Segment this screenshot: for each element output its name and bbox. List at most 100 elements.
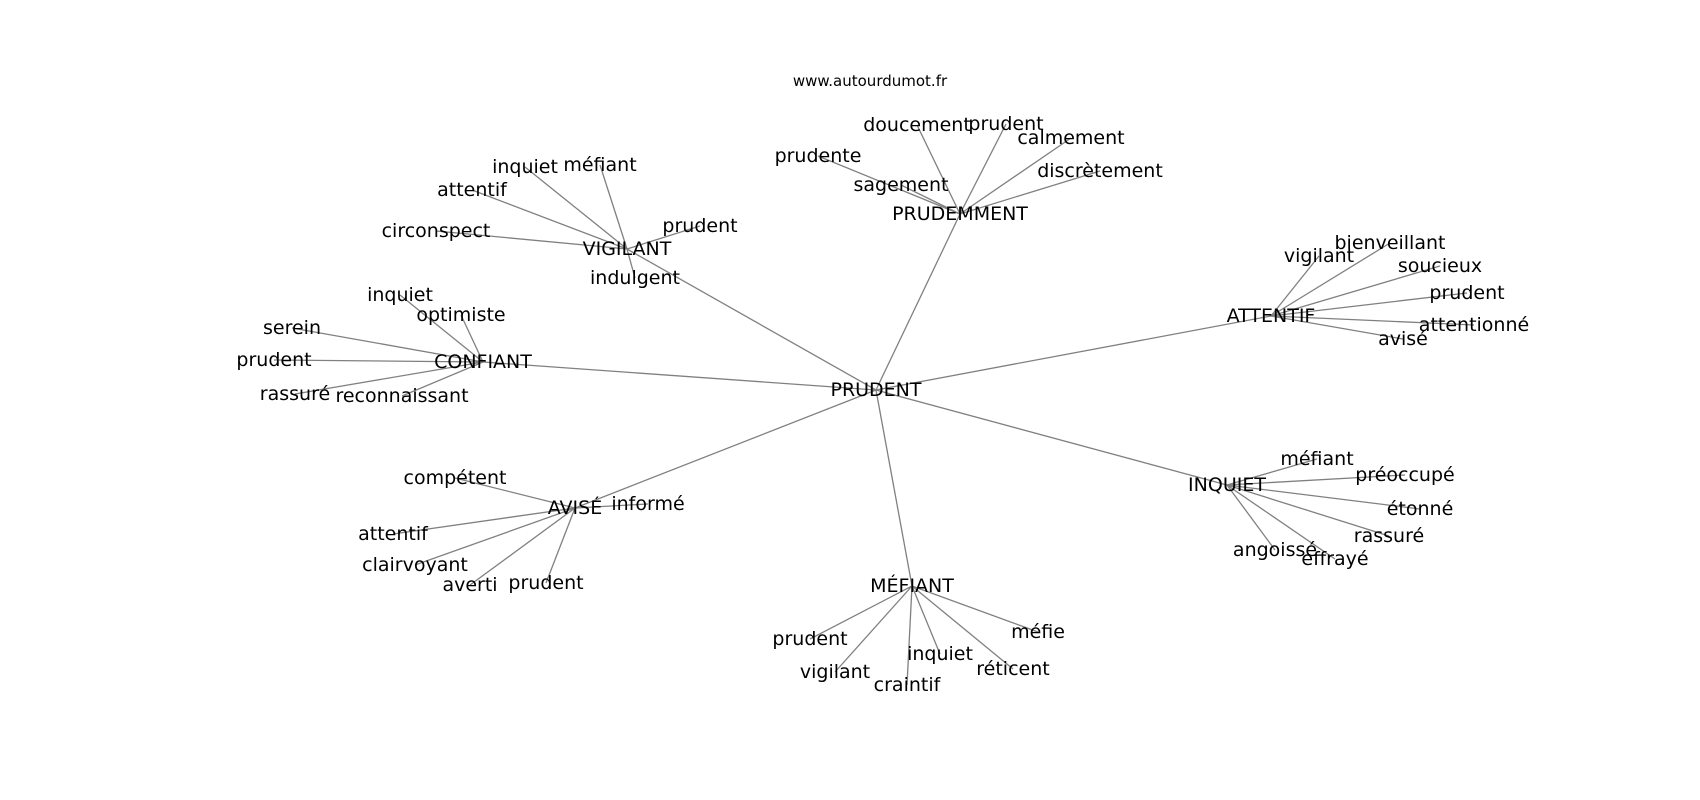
leaf-node-label[interactable]: attentionné <box>1419 314 1529 336</box>
leaf-node-label[interactable]: attentif <box>358 523 429 545</box>
leaf-node-label[interactable]: indulgent <box>590 267 680 289</box>
edge-hub-to-leaf <box>911 585 941 655</box>
leaf-node-label[interactable]: bienveillant <box>1335 232 1446 254</box>
leaf-node-label[interactable]: rassuré <box>1354 525 1424 547</box>
leaf-node-label[interactable]: préoccupé <box>1355 464 1454 486</box>
leaf-node-label[interactable]: prudent <box>236 349 311 371</box>
edge-hub-to-leaf <box>273 359 484 363</box>
leaf-node-label[interactable]: attentif <box>437 179 508 201</box>
leaf-node-label[interactable]: réticent <box>976 658 1049 680</box>
leaf-node-label[interactable]: inquiet <box>367 284 433 306</box>
hub-node-label[interactable]: VIGILANT <box>583 238 672 260</box>
edge-hub-to-leaf <box>524 166 628 250</box>
leaf-node-label[interactable]: informé <box>611 493 684 515</box>
edge-hub-to-leaf <box>1226 484 1421 510</box>
leaf-node-label[interactable]: rassuré <box>260 383 330 405</box>
graph-edges <box>273 123 1475 686</box>
edge-hub-to-leaf <box>1226 484 1336 560</box>
edge-hub-to-leaf <box>574 503 649 509</box>
leaf-node-label[interactable]: effrayé <box>1301 548 1368 570</box>
leaf-node-label[interactable]: étonné <box>1387 498 1454 520</box>
edge-center-to-hub <box>482 361 877 391</box>
edge-center-to-hub <box>875 213 961 391</box>
edge-hub-to-leaf <box>401 361 484 397</box>
hub-node-label[interactable]: CONFIANT <box>434 351 532 373</box>
leaf-node-label[interactable]: optimiste <box>416 304 505 326</box>
leaf-node-label[interactable]: discrètement <box>1037 160 1163 182</box>
leaf-node-label[interactable]: compétent <box>404 467 507 489</box>
hub-node-label[interactable]: AVISÉ <box>548 496 602 519</box>
edge-hub-to-leaf <box>1270 315 1404 340</box>
edge-hub-to-leaf <box>414 507 576 566</box>
edge-hub-to-leaf <box>959 137 1072 215</box>
edge-hub-to-leaf <box>1270 265 1441 317</box>
edge-hub-to-leaf <box>626 248 636 279</box>
leaf-node-label[interactable]: prudent <box>508 572 583 594</box>
edge-center-to-hub <box>626 248 877 391</box>
edge-hub-to-leaf <box>1226 458 1318 486</box>
edge-hub-to-leaf <box>471 189 628 250</box>
center-node-label[interactable]: PRUDENT <box>830 379 921 401</box>
edge-hub-to-leaf <box>1226 474 1406 486</box>
edge-center-to-hub <box>875 315 1272 391</box>
edge-center-to-hub <box>574 389 877 509</box>
leaf-node-label[interactable]: soucieux <box>1398 255 1482 277</box>
edge-hub-to-leaf <box>392 507 576 535</box>
leaf-node-label[interactable]: prudent <box>968 113 1043 135</box>
edge-hub-to-leaf <box>911 585 1039 633</box>
edge-hub-to-leaf <box>291 327 484 363</box>
leaf-node-label[interactable]: inquiet <box>492 156 558 178</box>
edge-hub-to-leaf <box>959 123 1007 215</box>
graph-labels: PRUDENTPRUDEMMENTdoucementprudentcalmeme… <box>236 113 1529 696</box>
edge-hub-to-leaf <box>900 184 961 215</box>
edge-hub-to-leaf <box>460 314 484 363</box>
leaf-node-label[interactable]: vigilant <box>800 661 870 683</box>
leaf-node-label[interactable]: craintif <box>874 674 942 696</box>
edge-hub-to-leaf <box>545 507 576 584</box>
leaf-node-label[interactable]: doucement <box>863 114 971 136</box>
edge-hub-to-leaf <box>817 155 961 215</box>
edge-hub-to-leaf <box>1226 484 1390 537</box>
edge-hub-to-leaf <box>809 585 913 640</box>
edge-hub-to-leaf <box>906 585 913 686</box>
leaf-node-label[interactable]: méfiant <box>563 154 636 176</box>
leaf-node-label[interactable]: prudente <box>775 145 862 167</box>
edge-hub-to-leaf <box>626 225 701 250</box>
leaf-node-label[interactable]: serein <box>263 317 321 339</box>
leaf-node-label[interactable]: angoissé <box>1233 539 1317 561</box>
hub-node-label[interactable]: PRUDEMMENT <box>892 203 1028 225</box>
leaf-node-label[interactable]: méfie <box>1011 621 1065 643</box>
edge-hub-to-leaf <box>435 230 628 250</box>
leaf-node-label[interactable]: prudent <box>662 215 737 237</box>
leaf-node-label[interactable]: reconnaissant <box>335 385 468 407</box>
hub-node-label[interactable]: MÉFIANT <box>870 574 954 597</box>
leaf-node-label[interactable]: clairvoyant <box>362 554 468 576</box>
leaf-node-label[interactable]: sagement <box>854 174 949 196</box>
edge-hub-to-leaf <box>834 585 913 673</box>
edge-hub-to-leaf <box>1270 255 1320 317</box>
edge-hub-to-leaf <box>1270 315 1475 326</box>
edge-hub-to-leaf <box>911 585 1014 670</box>
leaf-node-label[interactable]: calmement <box>1017 127 1124 149</box>
edge-hub-to-leaf <box>1226 484 1276 551</box>
leaf-node-label[interactable]: averti <box>442 574 497 596</box>
leaf-node-label[interactable]: prudent <box>1429 282 1504 304</box>
edge-hub-to-leaf <box>454 477 576 509</box>
leaf-node-label[interactable]: vigilant <box>1284 245 1354 267</box>
edge-center-to-hub <box>875 389 1228 486</box>
leaf-node-label[interactable]: méfiant <box>1280 448 1353 470</box>
hub-node-label[interactable]: INQUIET <box>1188 474 1266 496</box>
edge-hub-to-leaf <box>959 170 1101 215</box>
edge-hub-to-leaf <box>294 361 484 395</box>
leaf-node-label[interactable]: circonspect <box>382 220 491 242</box>
leaf-node-label[interactable]: prudent <box>772 628 847 650</box>
site-url-label: www.autourdumot.fr <box>792 72 948 90</box>
leaf-node-label[interactable]: inquiet <box>907 643 973 665</box>
edge-hub-to-leaf <box>916 124 961 215</box>
edge-hub-to-leaf <box>469 507 576 586</box>
hub-node-label[interactable]: ATTENTIF <box>1227 305 1316 327</box>
edge-center-to-hub <box>875 389 913 587</box>
leaf-node-label[interactable]: avisé <box>1378 328 1428 350</box>
edge-hub-to-leaf <box>1270 292 1468 317</box>
